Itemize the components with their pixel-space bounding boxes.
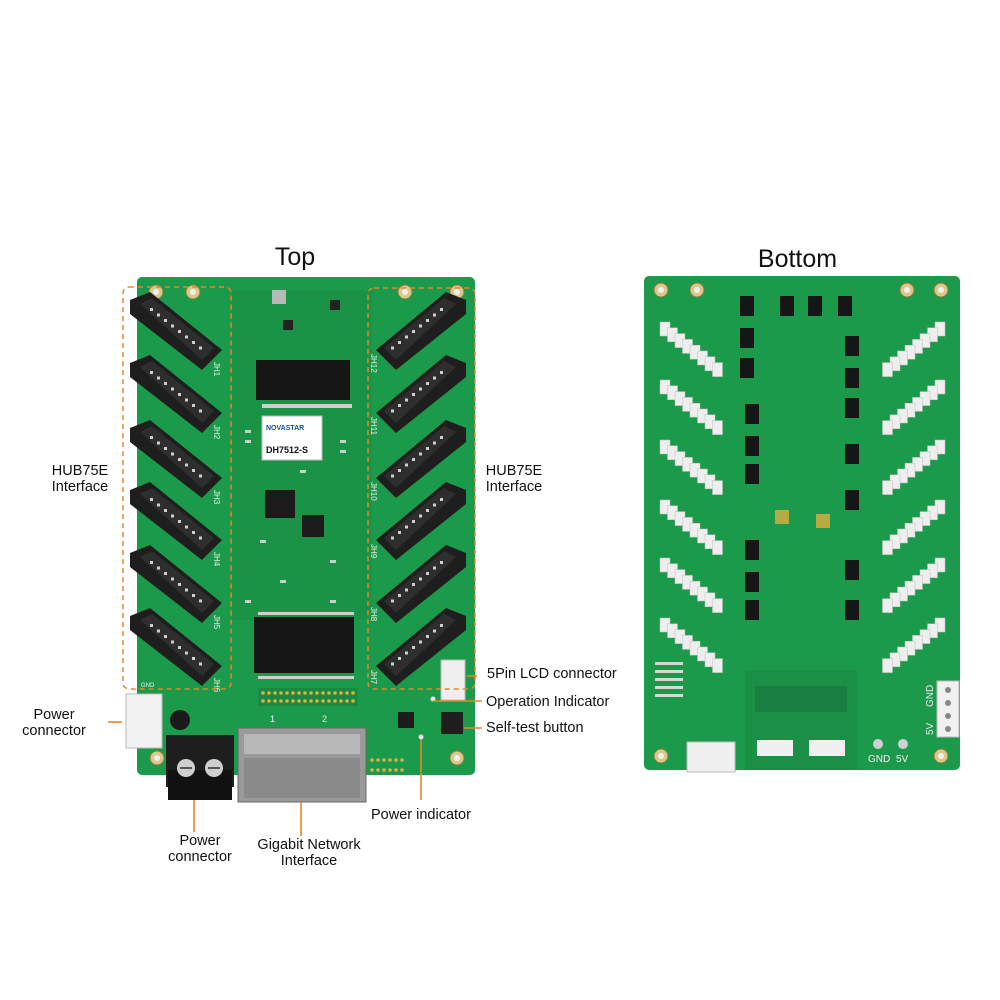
top-chip-upper xyxy=(256,360,350,400)
self-test-button-body xyxy=(441,712,463,734)
right-header-label: JH11 xyxy=(369,417,378,436)
bottom-left-pin-row xyxy=(659,617,723,673)
right-hub-connector: JH12 xyxy=(369,292,466,373)
bottom-view-title: Bottom xyxy=(757,245,838,273)
bottom-power-pads xyxy=(936,680,960,738)
left-header-label: JH2 xyxy=(212,425,221,440)
power-led xyxy=(418,734,424,740)
left-hub-connector: JH6 xyxy=(130,608,222,693)
left-hub-connector: JH3 xyxy=(130,420,222,505)
bottom-lcd-pads-2 xyxy=(809,740,845,756)
bottom-left-pin-row xyxy=(659,379,723,435)
right-header-label: JH7 xyxy=(369,670,378,685)
right-hub-connector: JH10 xyxy=(369,420,466,501)
right-hub-connector: JH11 xyxy=(369,355,466,436)
left-header-label: JH5 xyxy=(212,615,221,630)
top-view-title: Top xyxy=(274,243,316,271)
right-hub-connector: JH8 xyxy=(369,545,466,623)
gnd-mark: GND xyxy=(141,683,155,689)
left-hub-connector: JH2 xyxy=(130,355,222,440)
right-header-label: JH9 xyxy=(369,544,378,559)
lcd-connector-label: 5Pin LCD connector xyxy=(487,666,617,682)
right-header-label: JH10 xyxy=(369,482,378,501)
model-sticker xyxy=(261,415,323,461)
bottom-left-pin-row xyxy=(659,499,723,555)
right-hub-connector: JH7 xyxy=(369,608,466,686)
bottom-5v-label: 5V xyxy=(896,754,909,765)
power-terminal-block xyxy=(166,735,234,800)
bottom-right-pin-row xyxy=(882,379,946,435)
side-5v-label: 5V xyxy=(925,722,936,735)
bottom-lcd-pads-1 xyxy=(757,740,793,756)
right-header-label: JH8 xyxy=(369,607,378,622)
top-chip-lower xyxy=(254,617,354,673)
right-hub-callout-box xyxy=(367,287,476,690)
left-hub-callout-box xyxy=(122,286,232,690)
lcd-5pin-connector xyxy=(440,659,466,701)
port-label-2: 2 xyxy=(322,714,327,724)
brand-text: NOVASTAR xyxy=(266,425,304,432)
bottom-right-pin-rows xyxy=(882,321,946,673)
power-indicator-label: Power indicator xyxy=(371,807,471,823)
right-hub-connector: JH9 xyxy=(369,482,466,560)
bottom-right-pin-row xyxy=(882,321,946,377)
callout-lines xyxy=(108,675,482,836)
right-header-label: JH12 xyxy=(369,354,378,373)
side-power-connector xyxy=(125,693,163,749)
bottom-left-pin-row xyxy=(659,439,723,495)
left-header-label: JH3 xyxy=(212,490,221,505)
bottom-left-pin-row xyxy=(659,321,723,377)
bottom-right-pin-row xyxy=(882,499,946,555)
left-hub-connector: JH1 xyxy=(130,292,222,377)
left-header-label: JH4 xyxy=(212,552,221,567)
bottom-pin-block xyxy=(686,741,736,773)
left-hub-connector: JH5 xyxy=(130,545,222,630)
bottom-left-pin-row xyxy=(659,557,723,613)
bottom-right-pin-row xyxy=(882,557,946,613)
left-hub-connector: JH4 xyxy=(130,482,222,567)
bottom-right-pin-row xyxy=(882,439,946,495)
bottom-board: GND 5V 5V GND xyxy=(644,276,960,773)
left-header-label: JH6 xyxy=(212,678,221,693)
bottom-right-pin-row xyxy=(882,617,946,673)
model-text: DH7512-S xyxy=(266,445,308,455)
pin-header-row xyxy=(258,688,358,706)
side-gnd-label: GND xyxy=(925,685,936,707)
operation-indicator-label: Operation Indicator xyxy=(486,694,610,710)
self-test-button-label: Self-test button xyxy=(486,720,584,736)
port-label-1: 1 xyxy=(270,714,275,724)
left-header-label: JH1 xyxy=(212,362,221,377)
bottom-gnd-label: GND xyxy=(868,754,890,765)
bottom-left-pin-rows xyxy=(659,321,723,673)
